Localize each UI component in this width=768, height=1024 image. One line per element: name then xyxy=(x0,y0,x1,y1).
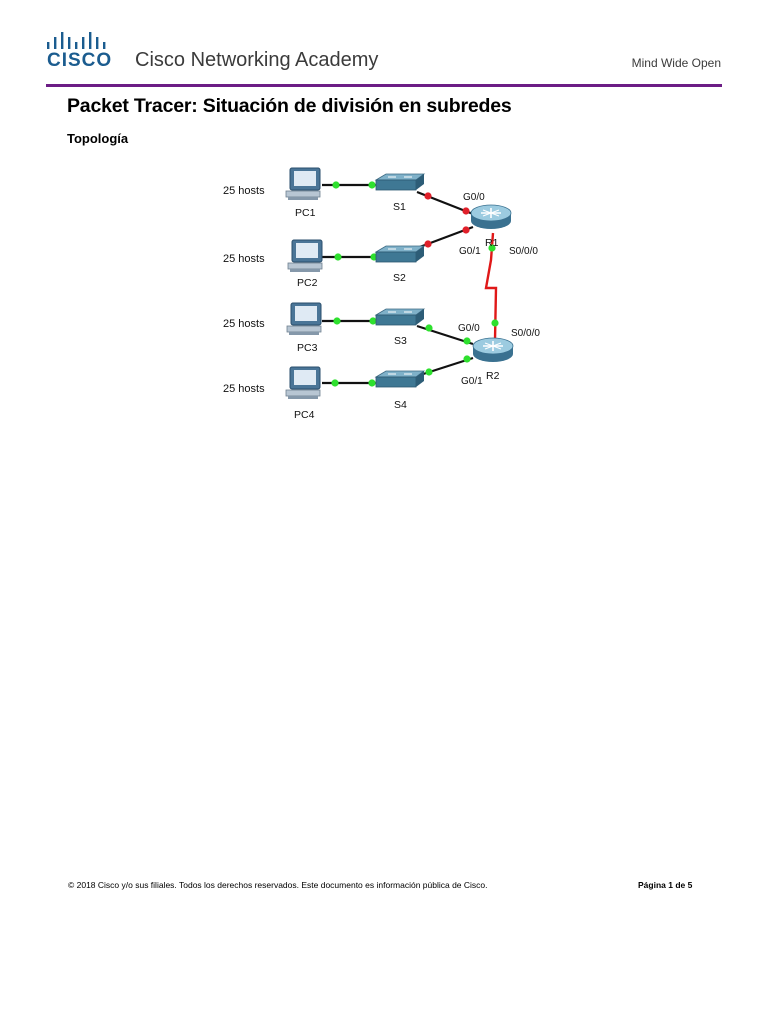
tagline: Mind Wide Open xyxy=(631,56,721,70)
footer-copyright: © 2018 Cisco y/o sus filiales. Todos los… xyxy=(68,880,488,890)
section-heading: Topología xyxy=(67,131,129,146)
host-label-pc1: 25 hosts xyxy=(223,185,265,197)
router-r1-icon xyxy=(470,204,512,230)
host-label-pc3: 25 hosts xyxy=(223,318,265,330)
pc3-icon xyxy=(286,302,322,336)
page-header: CISCO Cisco Networking Academy Mind Wide… xyxy=(0,0,768,90)
pc2-label: PC2 xyxy=(297,277,318,289)
link-status-dots xyxy=(331,181,499,387)
switch-s3-label: S3 xyxy=(394,335,407,347)
switch-s1-icon xyxy=(375,173,425,191)
host-label-pc2: 25 hosts xyxy=(223,253,265,265)
academy-name: Cisco Networking Academy xyxy=(135,49,379,71)
pc4-icon xyxy=(285,366,321,400)
router-r1-label: R1 xyxy=(485,237,499,249)
switch-s4-icon xyxy=(375,370,425,388)
switch-s2-icon xyxy=(375,245,425,263)
r1-g00-label: G0/0 xyxy=(463,192,485,203)
ethernet-links xyxy=(322,183,474,385)
pc1-icon xyxy=(285,167,321,201)
r1-s000-label: S0/0/0 xyxy=(509,246,538,257)
router-r2-icon xyxy=(472,337,514,363)
r2-g00-label: G0/0 xyxy=(458,323,480,334)
cisco-logo-bars-icon xyxy=(47,32,106,49)
switch-s2-label: S2 xyxy=(393,272,406,284)
pc2-icon xyxy=(287,239,323,273)
router-r2-label: R2 xyxy=(486,370,500,382)
cisco-wordmark: CISCO xyxy=(47,50,113,71)
r1-g01-label: G0/1 xyxy=(459,246,481,257)
host-label-pc4: 25 hosts xyxy=(223,383,265,395)
pc3-label: PC3 xyxy=(297,342,318,354)
switch-s4-label: S4 xyxy=(394,399,407,411)
document-title: Packet Tracer: Situación de división en … xyxy=(67,95,512,117)
pc1-label: PC1 xyxy=(295,207,316,219)
header-divider xyxy=(46,84,722,87)
pc4-label: PC4 xyxy=(294,409,315,421)
switch-s3-icon xyxy=(375,308,425,326)
r2-g01-label: G0/1 xyxy=(461,376,483,387)
switch-s1-label: S1 xyxy=(393,201,406,213)
topology-diagram: 25 hosts 25 hosts 25 hosts 25 hosts PC1 … xyxy=(223,167,540,421)
footer-page-number: Página 1 de 5 xyxy=(638,880,693,890)
r2-s000-label: S0/0/0 xyxy=(511,328,540,339)
